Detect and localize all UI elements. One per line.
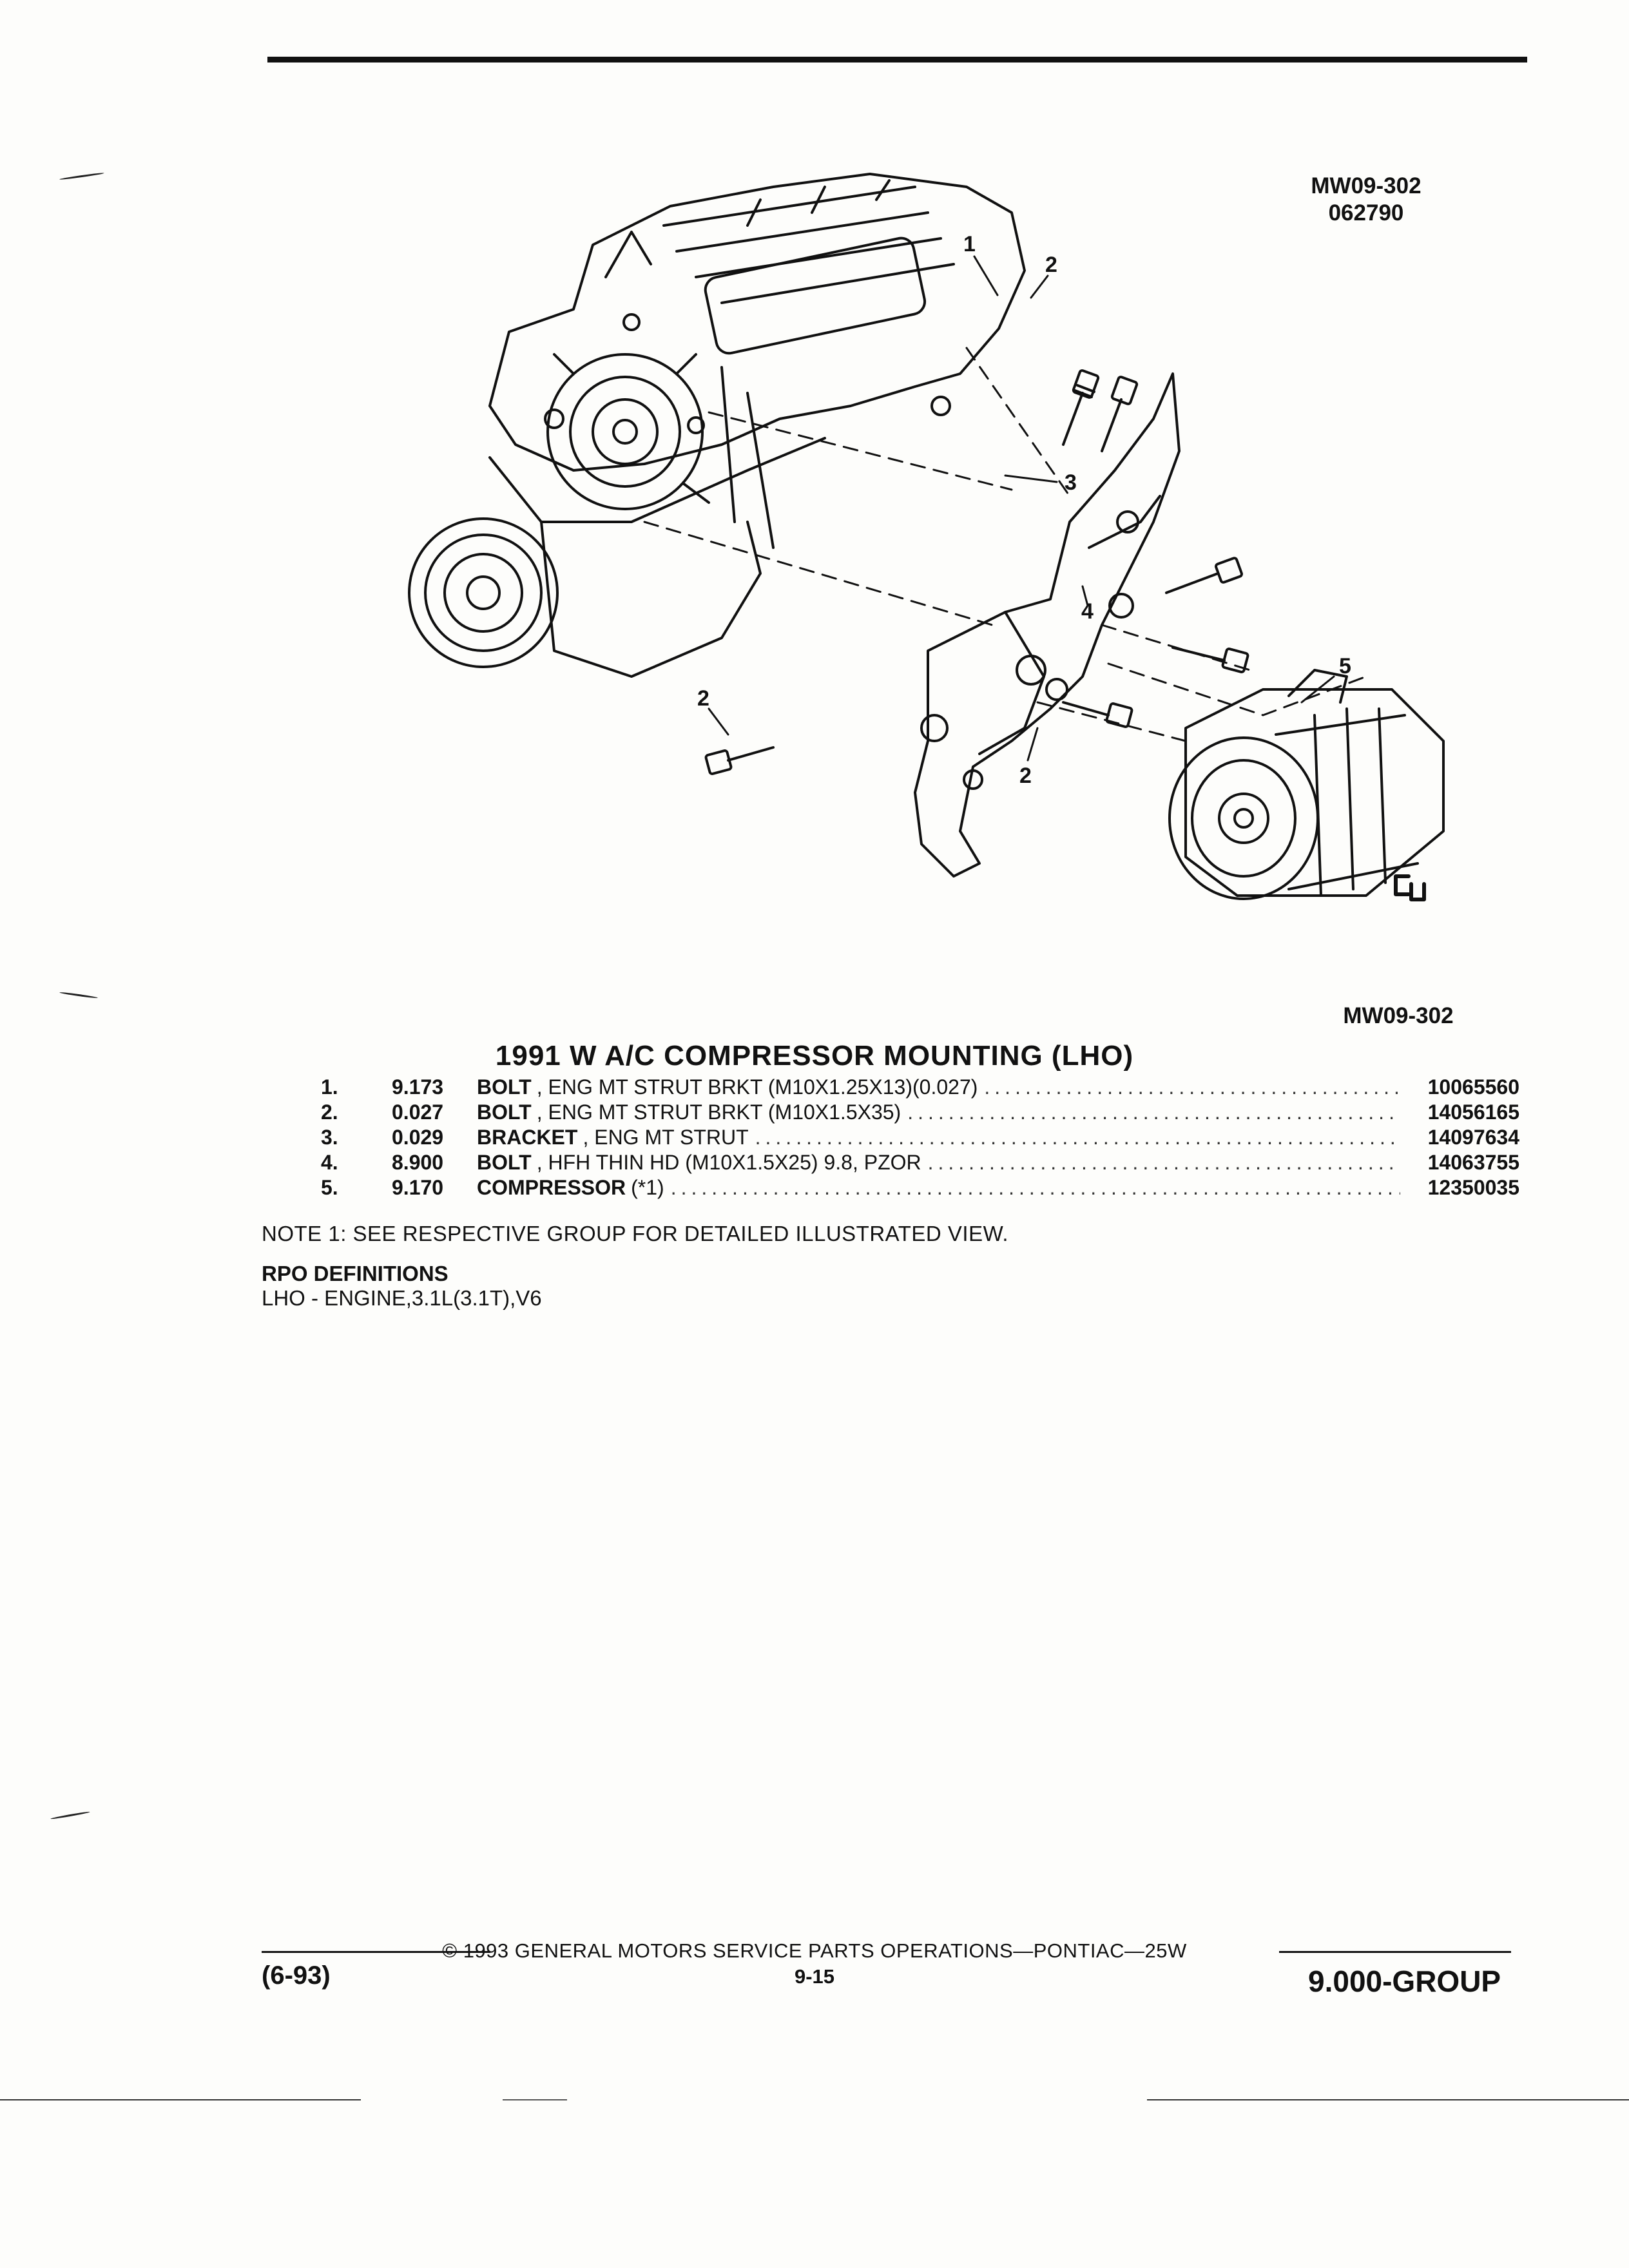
part-number: 2. (321, 1100, 338, 1124)
margin-mark (59, 172, 104, 180)
part-desc: , ENG MT STRUT BRKT (M10X1.5X35) (536, 1100, 901, 1124)
part-number: 1. (321, 1075, 338, 1099)
callout-5: 5 (1339, 654, 1351, 678)
rpo-heading: RPO DEFINITIONS (262, 1262, 448, 1285)
callout-leaders (708, 255, 1335, 762)
callout-2-top: 2 (1045, 253, 1057, 277)
part-name: COMPRESSOR (477, 1176, 626, 1199)
part-qty: 0.029 (392, 1126, 444, 1149)
copyright-line: © 1993 GENERAL MOTORS SERVICE PARTS OPER… (442, 1939, 1187, 1962)
part-row: 3. 0.029 BRACKET , ENG MT STRUT 14097634 (321, 1125, 1519, 1150)
page-number: 9-15 (794, 1965, 835, 1988)
callout-3: 3 (1065, 470, 1077, 495)
timing-cover (540, 521, 762, 678)
rpo-definition: LHO - ENGINE,3.1L(3.1T),V6 (262, 1286, 542, 1310)
part-qty: 8.900 (392, 1151, 444, 1174)
bottom-scan-line (1147, 2099, 1629, 2100)
section-title: 1991 W A/C COMPRESSOR MOUNTING (LHO) (495, 1040, 1134, 1072)
drawing-code: MW09-302 (1311, 173, 1422, 198)
part-desc: , ENG MT STRUT (583, 1126, 749, 1149)
drawing-code-bottom: MW09-302 (1343, 1003, 1454, 1028)
leader-dots (755, 1125, 1400, 1150)
part-name: BOLT (477, 1100, 532, 1124)
part-row: 5. 9.170 COMPRESSOR (*1) 12350035 (321, 1175, 1519, 1200)
callout-4: 4 (1081, 599, 1094, 624)
part-desc: (*1) (631, 1176, 664, 1199)
leader-dots (907, 1100, 1400, 1125)
leader-dots (671, 1175, 1400, 1200)
part-qty: 9.173 (392, 1075, 444, 1099)
callout-2-left: 2 (697, 686, 709, 711)
callout-2-bottom: 2 (1019, 764, 1032, 788)
part-number: 5. (321, 1176, 338, 1199)
mount-bracket (914, 372, 1181, 878)
part-number: 3. (321, 1126, 338, 1149)
part-row: 2. 0.027 BOLT , ENG MT STRUT BRKT (M10X1… (321, 1100, 1519, 1125)
part-catalog-number: 14056165 (1427, 1100, 1519, 1124)
footer-rule-right (1279, 1951, 1511, 1953)
bottom-scan-line (503, 2099, 567, 2100)
engine-block (488, 173, 1026, 549)
part-desc: , ENG MT STRUT BRKT (M10X1.25X13)(0.027) (536, 1075, 978, 1099)
part-row: 1. 9.173 BOLT , ENG MT STRUT BRKT (M10X1… (321, 1075, 1519, 1100)
part-number: 4. (321, 1151, 338, 1174)
crank-pulley (408, 517, 559, 668)
footer-rule-left (262, 1951, 490, 1953)
part-name: BRACKET (477, 1126, 578, 1149)
margin-mark (59, 991, 98, 999)
margin-mark (50, 1811, 90, 1820)
leader-dots (984, 1075, 1400, 1100)
compressor-mounting-illustration: 1 2 3 4 5 2 2 (408, 173, 1445, 901)
parts-list: 1. 9.173 BOLT , ENG MT STRUT BRKT (M10X1… (321, 1075, 1519, 1200)
part-qty: 9.170 (392, 1176, 444, 1199)
part-name: BOLT (477, 1075, 532, 1099)
top-rule (267, 57, 1527, 62)
part-catalog-number: 14063755 (1427, 1151, 1519, 1174)
part-catalog-number: 12350035 (1427, 1176, 1519, 1199)
revision-date: (6-93) (262, 1961, 331, 1990)
part-desc: , HFH THIN HD (M10X1.5X25) 9.8, PZOR (536, 1151, 921, 1174)
note-text: NOTE 1: SEE RESPECTIVE GROUP FOR DETAILE… (262, 1222, 1009, 1245)
bottom-scan-line (0, 2099, 361, 2100)
drawing-date: 062790 (1328, 200, 1404, 226)
gm-logo-mark (1394, 874, 1426, 901)
part-qty: 0.027 (392, 1100, 444, 1124)
bolts (704, 369, 1249, 775)
part-catalog-number: 10065560 (1427, 1075, 1519, 1099)
callout-1: 1 (963, 232, 976, 256)
ac-compressor (1168, 669, 1445, 900)
part-catalog-number: 14097634 (1427, 1126, 1519, 1149)
alternator (546, 353, 710, 510)
leader-dots (928, 1150, 1400, 1175)
part-name: BOLT (477, 1151, 532, 1174)
part-row: 4. 8.900 BOLT , HFH THIN HD (M10X1.5X25)… (321, 1150, 1519, 1175)
group-label: 9.000-GROUP (1308, 1965, 1501, 1998)
